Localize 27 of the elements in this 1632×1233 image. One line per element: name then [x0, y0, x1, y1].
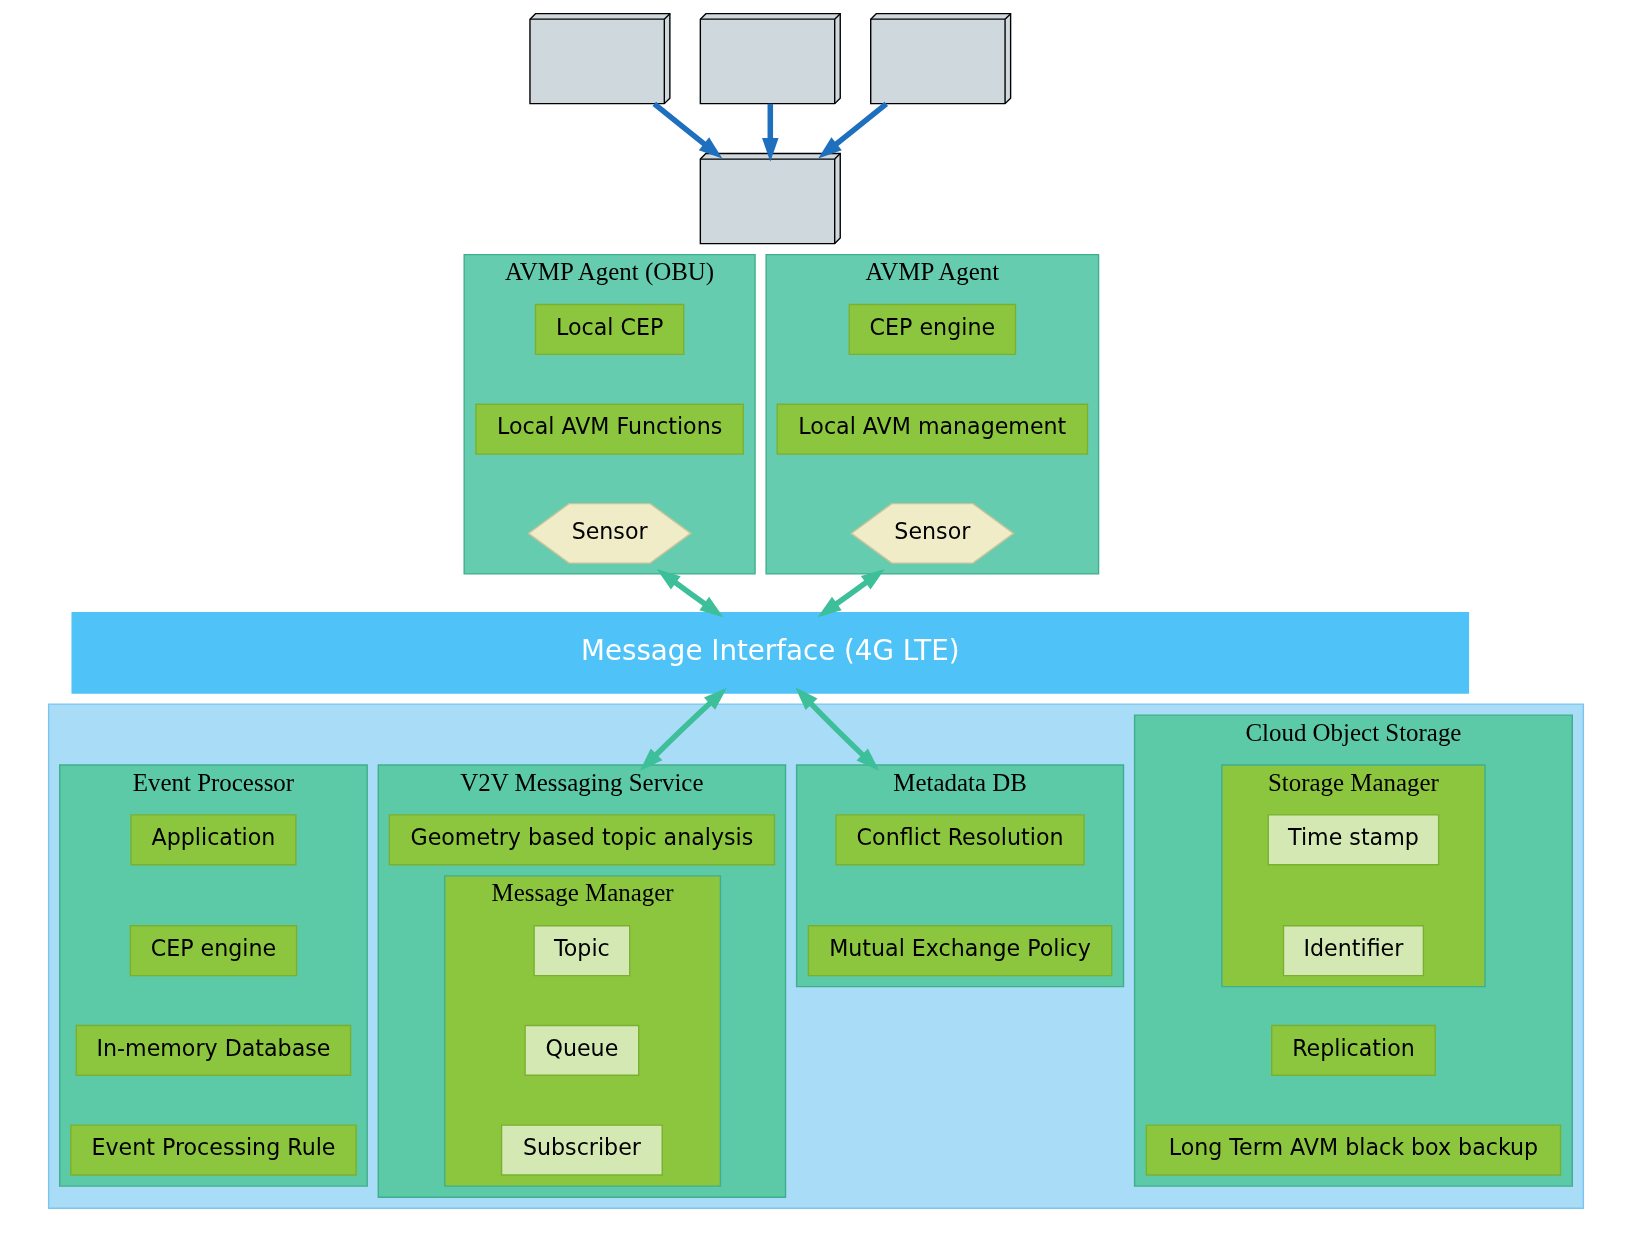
arrow [818, 101, 889, 159]
node-box: Event Processing Rule [70, 1124, 357, 1176]
arrow [652, 101, 723, 159]
node-box: Replication [1271, 1024, 1436, 1076]
node-box: Application [130, 814, 297, 866]
node-box: Subscriber [500, 1124, 663, 1176]
arrow [639, 687, 727, 771]
arrow [762, 103, 779, 162]
node-box: Queue [524, 1024, 640, 1076]
arrow [795, 687, 880, 771]
node-box: Topic [533, 925, 631, 977]
node-box: Local AVM management [776, 403, 1089, 455]
node-box: Identifier [1282, 925, 1425, 977]
node-box: Message Interface (4G LTE) [71, 611, 1470, 694]
node-box: CEP engine [848, 303, 1017, 356]
arrow [817, 569, 885, 618]
node-box: CEP engine [129, 925, 298, 977]
node-box: Geometry based topic analysis [388, 814, 776, 866]
node-box: Time stamp [1267, 814, 1440, 866]
node-box: Local AVM Functions [475, 403, 744, 455]
node-box: Long Term AVM black box backup [1145, 1124, 1562, 1176]
node-box: Mutual Exchange Policy [807, 925, 1113, 977]
arrow [656, 568, 724, 618]
node-box: Conflict Resolution [835, 814, 1085, 866]
node-box: In-memory Database [75, 1024, 352, 1076]
node-box: Local CEP [534, 303, 685, 356]
cluster [47, 703, 1585, 1209]
